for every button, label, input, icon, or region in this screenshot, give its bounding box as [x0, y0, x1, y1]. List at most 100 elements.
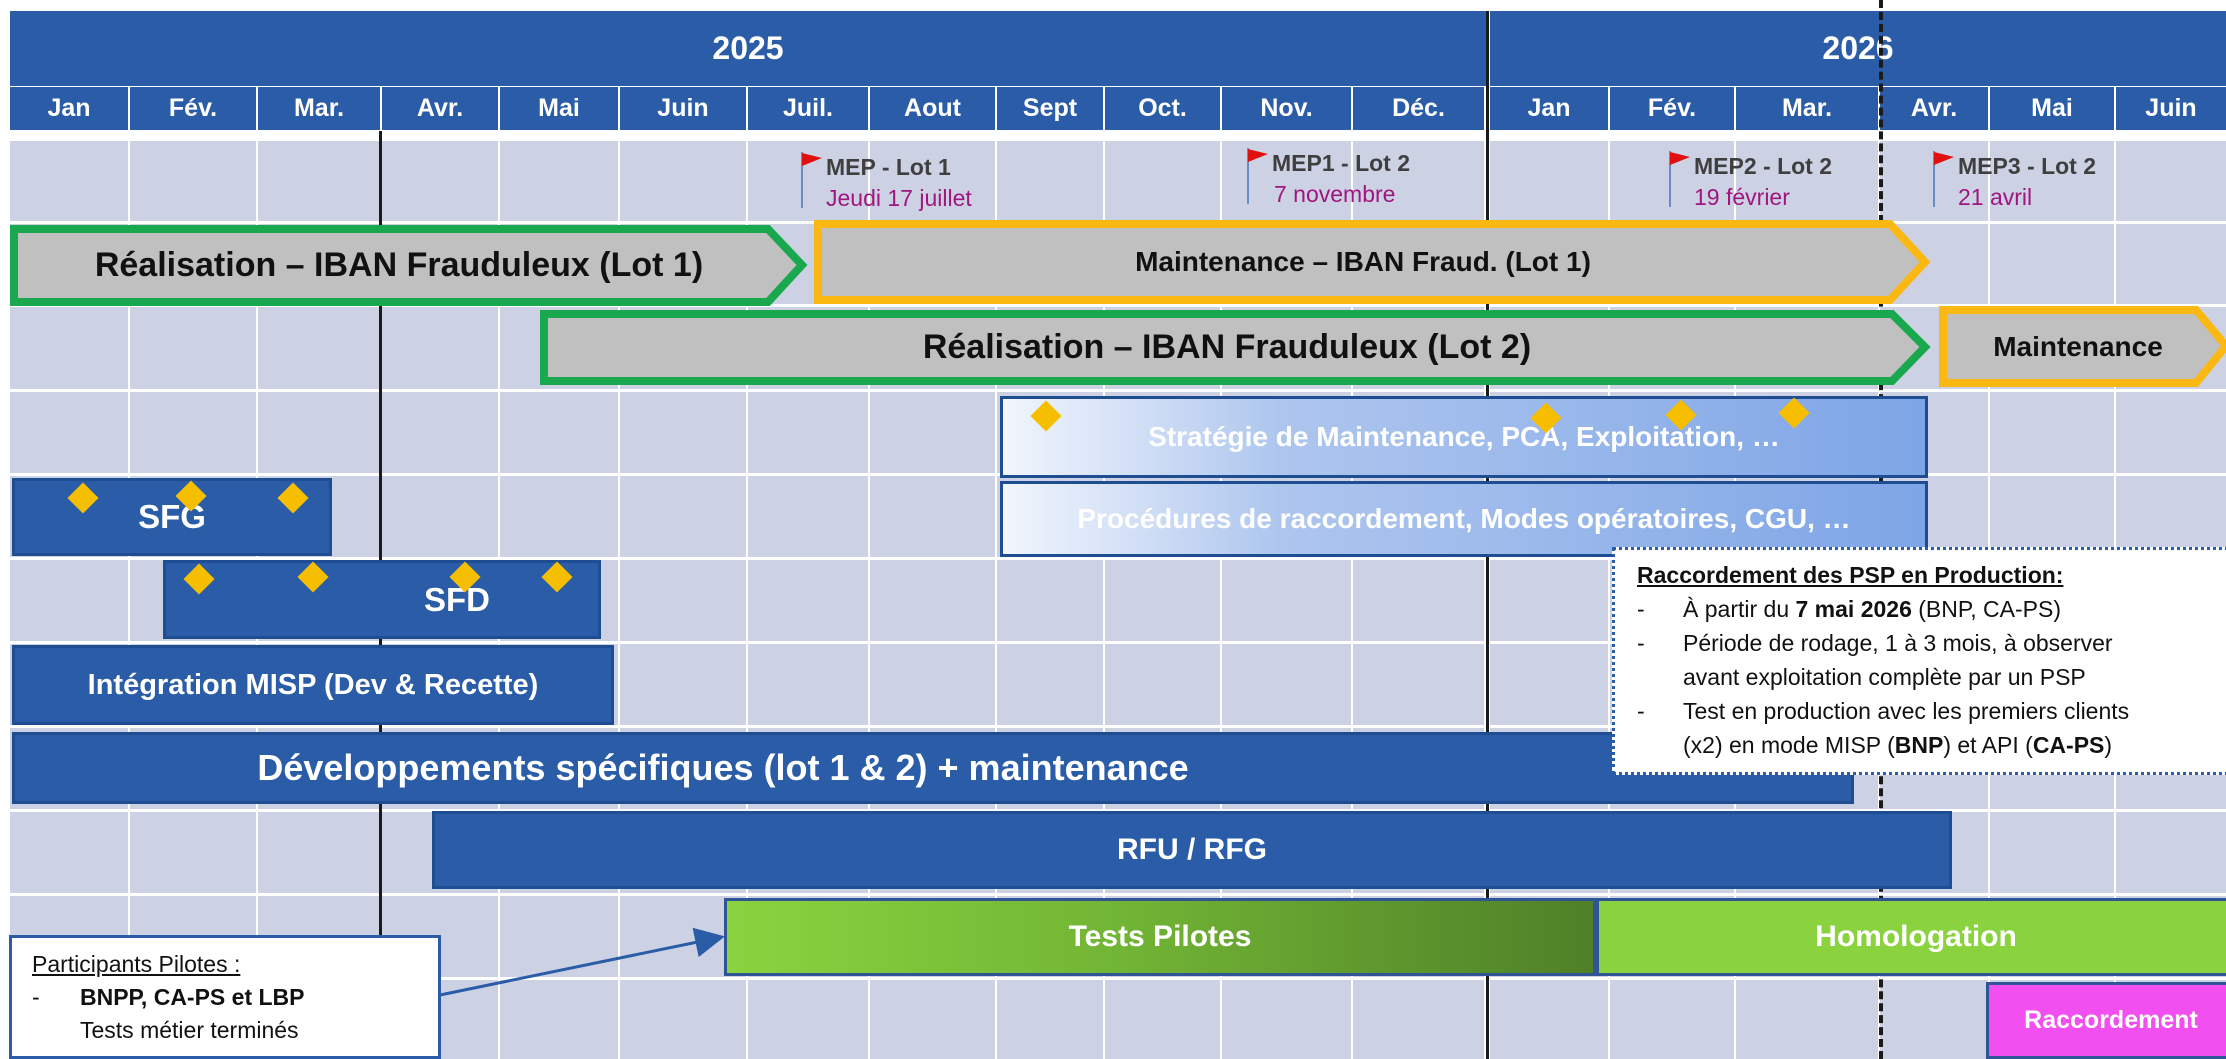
grid-cell [870, 476, 995, 557]
grid-cell [258, 392, 380, 473]
month-header-cell: Juin [620, 87, 746, 130]
arrow-realisation-lot1-label: Réalisation – IBAN Frauduleux (Lot 1) [94, 246, 704, 284]
month-header-cell: Mai [1990, 87, 2114, 130]
grid-cell [130, 307, 256, 389]
red-flag-icon [1669, 151, 1690, 207]
month-header-cell: Déc. [1353, 87, 1484, 130]
grid-cell [1105, 980, 1220, 1059]
grid-cell [382, 392, 498, 473]
milestone-title: MEP - Lot 1 [826, 154, 951, 180]
grid-cell [382, 141, 498, 221]
grid-cell [500, 141, 618, 221]
participants-pilotes-box: Participants Pilotes : -BNPP, CA-PS et L… [9, 935, 441, 1059]
note-title: Raccordement des PSP en Production: [1637, 562, 2064, 588]
grid-cell [748, 560, 868, 641]
grid-cell [1105, 644, 1220, 725]
grid-cell [10, 307, 128, 389]
grid-cell [1490, 644, 1608, 725]
grid-cell [870, 980, 995, 1059]
milestone-mep1-lot2: MEP1 - Lot 2 7 novembre [1247, 148, 1411, 210]
grid-cell [10, 812, 128, 893]
grid-cell [1736, 980, 1878, 1059]
grid-cell [2116, 392, 2226, 473]
grid-cell [620, 560, 746, 641]
bar-tests-pilotes: Tests Pilotes [724, 898, 1596, 976]
bar-strategie-maintenance: Stratégie de Maintenance, PCA, Exploitat… [1000, 396, 1928, 478]
note-item: Période de rodage, 1 à 3 mois, à observe… [1637, 626, 2226, 694]
month-header-cell: Aout [870, 87, 995, 130]
grid-cell [620, 980, 746, 1059]
pilots-item: Tests métier terminés [80, 1017, 299, 1043]
grid-cell [1222, 560, 1351, 641]
month-header-cell: Mar. [1736, 87, 1878, 130]
grid-cell [2116, 476, 2226, 557]
grid-cell [748, 644, 868, 725]
note-list: À partir du 7 mai 2026 (BNP, CA-PS) Péri… [1637, 592, 2226, 762]
grid-cell [382, 307, 498, 389]
milestone-mep-lot1: MEP - Lot 1 Jeudi 17 juillet [801, 152, 972, 214]
grid-cell [1490, 560, 1608, 641]
grid-cell [500, 476, 618, 557]
month-header-cell: Fév. [1610, 87, 1734, 130]
month-header-cell: Jan [10, 87, 128, 130]
grid-cell [130, 812, 256, 893]
grid-cell [1990, 141, 2114, 221]
grid-cell [258, 141, 380, 221]
month-header-cell: Mai [500, 87, 618, 130]
milestone-date: 21 avril [1958, 184, 2033, 210]
grid-cell [500, 980, 618, 1059]
grid-cell [620, 644, 746, 725]
grid-cell [1353, 644, 1484, 725]
grid-cell [1222, 644, 1351, 725]
month-header-cell: Sept [997, 87, 1103, 130]
arrow-maintenance-lot1 [814, 220, 1931, 304]
grid-cell [997, 141, 1103, 221]
grid-cell [1105, 560, 1220, 641]
month-header-cell: Jan [1490, 87, 1608, 130]
grid-cell [500, 392, 618, 473]
grid-cell [870, 560, 995, 641]
grid-cell [258, 307, 380, 389]
grid-cell [748, 392, 868, 473]
grid-cell [1990, 812, 2114, 893]
month-header-cell: Nov. [1222, 87, 1351, 130]
milestone-mep2-lot2: MEP2 - Lot 2 19 février [1669, 151, 1832, 213]
grid-cell [130, 141, 256, 221]
bar-rfu-rfg: RFU / RFG [432, 811, 1952, 889]
grid-cell [997, 980, 1103, 1059]
bar-procedures-raccordement: Procédures de raccordement, Modes opérat… [1000, 481, 1928, 557]
grid-cell [1222, 980, 1351, 1059]
grid-cell [748, 980, 868, 1059]
grid-cell [10, 392, 128, 473]
arrow-maintenance-lot1-label: Maintenance – IBAN Fraud. (Lot 1) [1135, 246, 1591, 277]
grid-cell [620, 141, 746, 221]
phase-arrows [10, 220, 2226, 387]
grid-cell [130, 392, 256, 473]
bar-homologation: Homologation [1596, 898, 2226, 976]
grid-cell [1490, 141, 1608, 221]
grid-cell [1736, 141, 1878, 221]
grid-cell [1990, 392, 2114, 473]
milestone-date: 7 novembre [1274, 181, 1396, 207]
grid-cell [2116, 224, 2226, 304]
bar-sfg: SFG [12, 478, 332, 556]
bar-sfd: SFD [163, 560, 601, 639]
milestone-title: MEP1 - Lot 2 [1272, 150, 1411, 176]
milestone-mep3-lot2: MEP3 - Lot 2 21 avril [1933, 151, 2097, 213]
note-item: À partir du 7 mai 2026 (BNP, CA-PS) [1637, 592, 2226, 626]
milestone-date: Jeudi 17 juillet [826, 185, 972, 211]
red-flag-icon [801, 152, 822, 208]
milestone-date: 19 février [1694, 184, 1790, 210]
bar-integration-misp: Intégration MISP (Dev & Recette) [12, 645, 614, 725]
arrow-maintenance-lot2 [1939, 306, 2226, 387]
month-header-cell: Avr. [1880, 87, 1988, 130]
grid-cell [1610, 980, 1734, 1059]
grid-cell [1990, 224, 2114, 304]
grid-cell [2116, 141, 2226, 221]
arrow-realisation-lot2-label: Réalisation – IBAN Frauduleux (Lot 2) [922, 328, 1532, 366]
grid-cell [1880, 980, 1988, 1059]
year-2025-header: 2025 [10, 11, 1486, 86]
milestone-title: MEP3 - Lot 2 [1958, 153, 2097, 179]
grid-cell [2116, 812, 2226, 893]
